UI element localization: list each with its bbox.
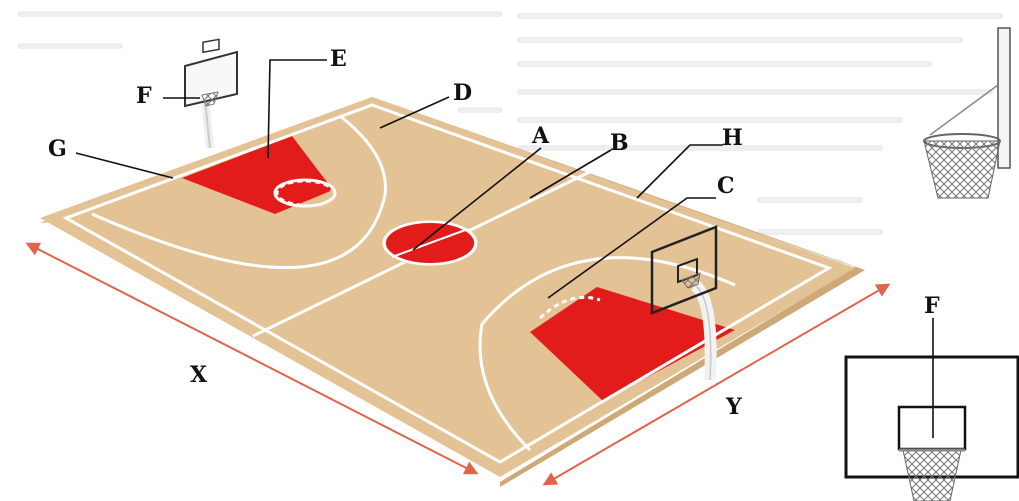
label-x: X [190, 362, 208, 388]
label-g: G [48, 136, 67, 162]
label-h: H [722, 125, 743, 151]
leader-line-h [637, 145, 723, 198]
label-e: E [330, 46, 347, 72]
label-b: B [610, 130, 629, 156]
backboard-target-box [203, 39, 219, 52]
net-inset-icon [903, 450, 961, 501]
leader-line-g [76, 153, 173, 178]
label-c: C [717, 173, 735, 199]
label-y: Y [725, 394, 742, 420]
net-side-icon [924, 141, 1000, 198]
court-floor-surface [40, 97, 855, 477]
backboard-inset [846, 357, 1018, 501]
label-a: A [531, 123, 550, 149]
label-f: F [136, 83, 152, 109]
backboard-side-icon [998, 28, 1010, 168]
court-floor [40, 97, 865, 487]
hoop-side-view-icon [924, 28, 1010, 198]
basketball-hoop-icon [185, 39, 237, 148]
label-d: D [453, 80, 472, 106]
label-f-inset: F [924, 293, 940, 319]
